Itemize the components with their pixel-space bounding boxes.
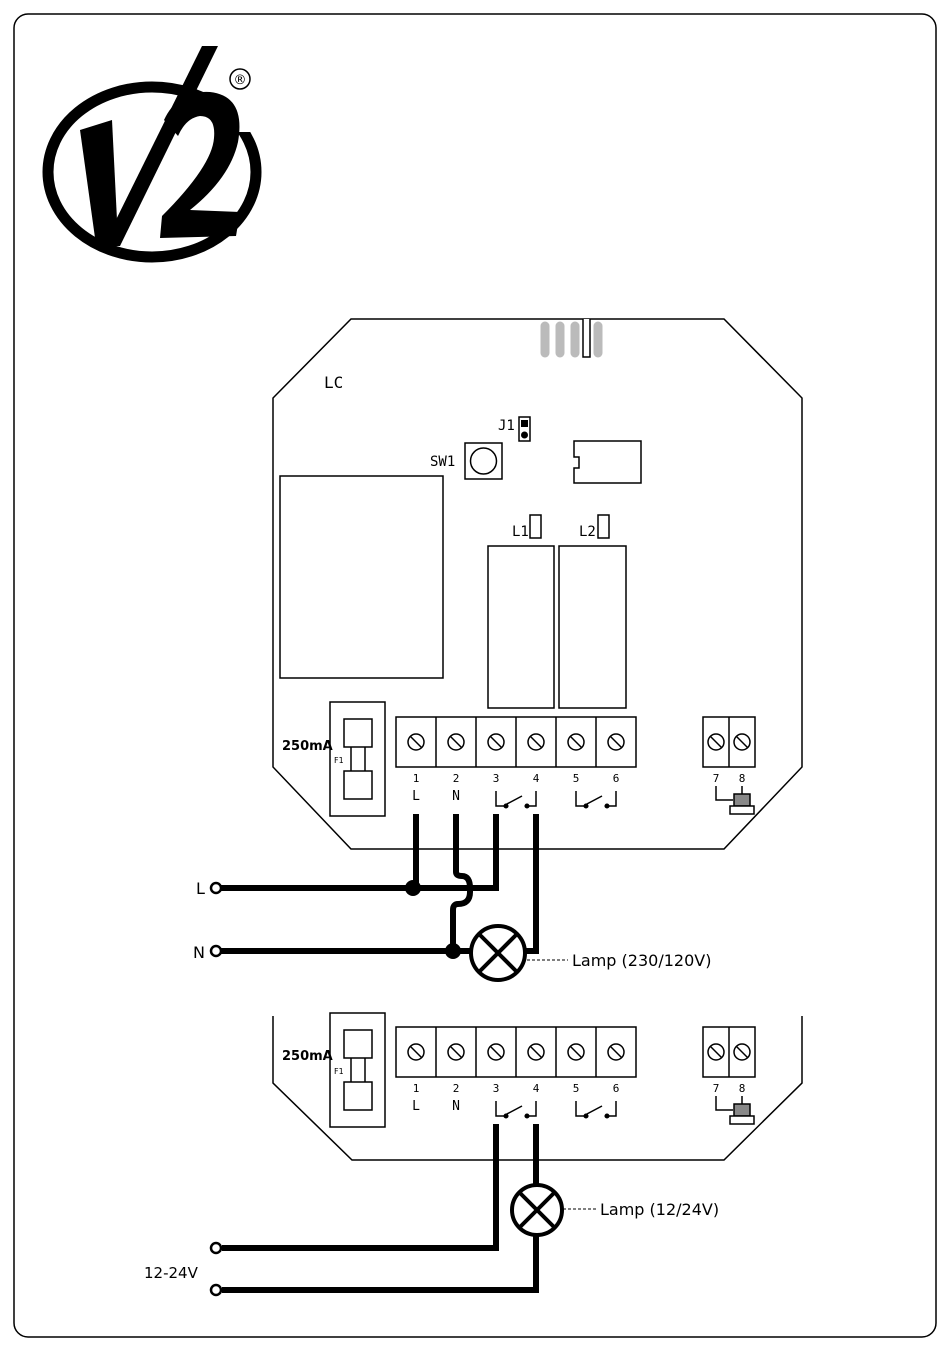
relay-1: [488, 546, 554, 708]
relay-contact-3-4: [496, 791, 536, 808]
terminal-number-8-bottom: 8: [739, 1082, 746, 1095]
low-voltage-wiring: [222, 1124, 536, 1290]
line-label: L: [196, 879, 205, 898]
lamp-12v-symbol: [512, 1185, 562, 1235]
fuse-f1: F1: [330, 702, 385, 816]
terminal-number-5: 5: [573, 772, 580, 785]
relay-contact-5-6-bottom: [576, 1101, 616, 1118]
lamp-12v-label: Lamp (12/24V): [600, 1200, 719, 1219]
fuse-rating-bottom: 250mA: [282, 1049, 333, 1064]
terminal-block-antenna: [703, 717, 755, 767]
terminal-l-input: [211, 883, 221, 893]
led-l2: [598, 515, 609, 538]
terminal-number-7-bottom: 7: [713, 1082, 720, 1095]
relay-2: [559, 546, 626, 708]
terminal-n-input: [211, 946, 221, 956]
junction-l: [405, 880, 421, 896]
page-frame: [14, 14, 936, 1337]
terminal-number-5-bottom: 5: [573, 1082, 580, 1095]
led-l1: [530, 515, 541, 538]
led-l1-label: L1: [512, 524, 529, 540]
v2-logo: ®: [48, 46, 256, 257]
terminal-number-8: 8: [739, 772, 746, 785]
lamp-230v-label: Lamp (230/120V): [572, 951, 711, 970]
terminal-block-main: [396, 717, 636, 767]
terminal-number-2-bottom: 2: [453, 1082, 460, 1095]
led-l2-label: L2: [579, 524, 596, 540]
terminal-number-3-bottom: 3: [493, 1082, 500, 1095]
terminal-letter-n: N: [452, 789, 460, 804]
terminal-letter-l-bottom: L: [412, 1099, 420, 1114]
terminal-number-4-bottom: 4: [533, 1082, 540, 1095]
supply-label: 12-24V: [144, 1264, 199, 1282]
terminal-number-6-bottom: 6: [613, 1082, 620, 1095]
button-label: SW1: [430, 454, 455, 470]
terminal-number-6: 6: [613, 772, 620, 785]
jumper-label: J1: [498, 418, 515, 434]
neutral-label: N: [193, 943, 205, 962]
supply-terminal-1: [211, 1243, 221, 1253]
terminal-number-2: 2: [453, 772, 460, 785]
supply-terminal-2: [211, 1285, 221, 1295]
terminal-number-7: 7: [713, 772, 720, 785]
fuse-id-bottom: F1: [334, 1067, 344, 1076]
transformer: [280, 476, 443, 678]
junction-n: [445, 943, 461, 959]
relay-contact-5-6: [576, 791, 616, 808]
relay-contact-3-4-bottom: [496, 1101, 536, 1118]
fuse-f1-bottom: F1: [330, 1013, 385, 1127]
terminal-block-antenna-bottom: [703, 1027, 755, 1077]
terminal-number-4: 4: [533, 772, 540, 785]
terminal-letter-l: L: [412, 789, 420, 804]
antenna-symbol-bottom: [716, 1096, 754, 1124]
board-name: LC: [324, 373, 343, 392]
antenna-symbol: [716, 786, 754, 814]
fuse-rating: 250mA: [282, 739, 333, 754]
fuse-id: F1: [334, 756, 344, 765]
registered-mark: ®: [234, 73, 247, 88]
terminal-number-1: 1: [413, 772, 420, 785]
terminal-block-main-bottom: [396, 1027, 636, 1077]
radio-module: [574, 441, 641, 483]
terminal-number-3: 3: [493, 772, 500, 785]
terminal-letter-n-bottom: N: [452, 1099, 460, 1114]
receiver-board-top: LC J1 SW1 L1 L2 250mA F1: [273, 319, 802, 849]
terminal-number-1-bottom: 1: [413, 1082, 420, 1095]
lamp-230v-symbol: [471, 926, 525, 980]
